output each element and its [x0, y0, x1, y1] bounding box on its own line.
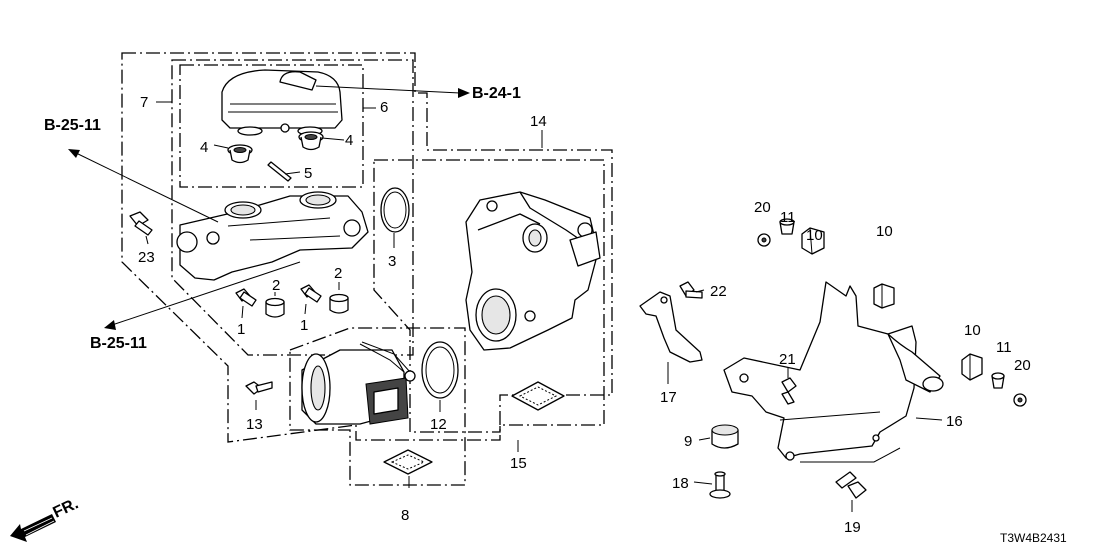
motor-unit [301, 341, 416, 425]
gasket-15 [511, 381, 565, 411]
part-label-20-top[interactable]: 20 [754, 199, 771, 216]
collar-11-a [779, 218, 795, 235]
cap-left [265, 297, 285, 318]
part-label-22[interactable]: 22 [710, 283, 727, 300]
part-label-10-right[interactable]: 10 [964, 322, 981, 339]
gasket-8 [383, 449, 433, 475]
reservoir-pin [267, 161, 292, 182]
part-label-11-top[interactable]: 11 [780, 209, 796, 226]
part-label-9[interactable]: 9 [684, 433, 692, 450]
ref-b25-11-bottom[interactable]: B-25-11 [90, 335, 147, 352]
stay-17 [639, 291, 703, 363]
b25-leader-bottom [111, 261, 301, 326]
motor-assembly-outline [289, 327, 466, 486]
actuator-housing [465, 191, 601, 351]
part-label-6[interactable]: 6 [380, 99, 388, 116]
part-label-4-right[interactable]: 4 [345, 132, 353, 149]
mount-rubber-10-a [801, 227, 825, 255]
part-label-14[interactable]: 14 [530, 113, 547, 130]
part-label-10-mid[interactable]: 10 [876, 223, 893, 240]
reservoir-hose-leader [315, 85, 461, 94]
grommet-left [227, 144, 253, 164]
actuator-assembly-outline [373, 159, 605, 433]
bolt-19 [835, 471, 867, 499]
part-label-21[interactable]: 21 [779, 351, 796, 368]
mount-rubber-9 [711, 424, 739, 449]
ref-b24-1[interactable]: B-24-1 [472, 85, 521, 102]
nut-20-b [1013, 393, 1027, 407]
grommet-right [298, 131, 324, 151]
part-label-13[interactable]: 13 [246, 416, 263, 433]
part-label-2-right[interactable]: 2 [334, 265, 342, 282]
part-label-18[interactable]: 18 [672, 475, 689, 492]
ref-b25-11-top[interactable]: B-25-11 [44, 117, 101, 134]
part-label-19[interactable]: 19 [844, 519, 861, 536]
part-label-5[interactable]: 5 [304, 165, 312, 182]
b25-leader-top [73, 151, 219, 223]
b25-arrow-bottom [104, 320, 116, 330]
leader-lines [145, 101, 943, 512]
master-cylinder-assembly-outline [121, 52, 613, 443]
part-label-4-left[interactable]: 4 [200, 139, 208, 156]
collar-18 [709, 471, 731, 499]
bleeder-screw-left [235, 288, 257, 307]
part-label-15[interactable]: 15 [510, 455, 527, 472]
part-label-8[interactable]: 8 [401, 507, 409, 524]
master-cylinder-body [176, 191, 369, 281]
cap-right [329, 293, 349, 314]
bolt-22 [679, 281, 703, 299]
part-label-2-left[interactable]: 2 [272, 277, 280, 294]
part-label-3[interactable]: 3 [388, 253, 396, 270]
bolt-23 [129, 211, 153, 236]
part-label-12[interactable]: 12 [430, 416, 447, 433]
nut-20-a [757, 233, 771, 247]
part-label-11-right[interactable]: 11 [996, 339, 1012, 356]
reservoir-subassembly-outline [179, 64, 364, 188]
part-label-1-right[interactable]: 1 [300, 317, 308, 334]
mount-rubber-10-c [961, 353, 983, 381]
diagram-code: T3W4B2431 [1000, 531, 1067, 545]
o-ring-12 [421, 341, 459, 399]
b25-arrow-top [68, 149, 80, 158]
part-label-23[interactable]: 23 [138, 249, 155, 266]
o-ring-3 [380, 187, 410, 233]
mount-rubber-10-b [873, 283, 895, 309]
bracket-16 [723, 281, 944, 461]
stay-17-hole [660, 296, 668, 304]
collar-11-b [991, 372, 1005, 389]
part-label-16[interactable]: 16 [946, 413, 963, 430]
bolt-21 [781, 377, 797, 405]
b24-arrow [458, 88, 470, 98]
part-label-20-right[interactable]: 20 [1014, 357, 1031, 374]
reservoir-tank [221, 69, 343, 136]
part-label-1-left[interactable]: 1 [237, 321, 245, 338]
part-label-10-top[interactable]: 10 [806, 227, 823, 244]
bolt-13 [245, 381, 273, 395]
part-label-17[interactable]: 17 [660, 389, 677, 406]
bleeder-screw-right [300, 284, 322, 303]
front-indicator-label: FR. [51, 495, 82, 521]
part-label-7[interactable]: 7 [140, 94, 148, 111]
front-arrow-icon [10, 514, 56, 542]
